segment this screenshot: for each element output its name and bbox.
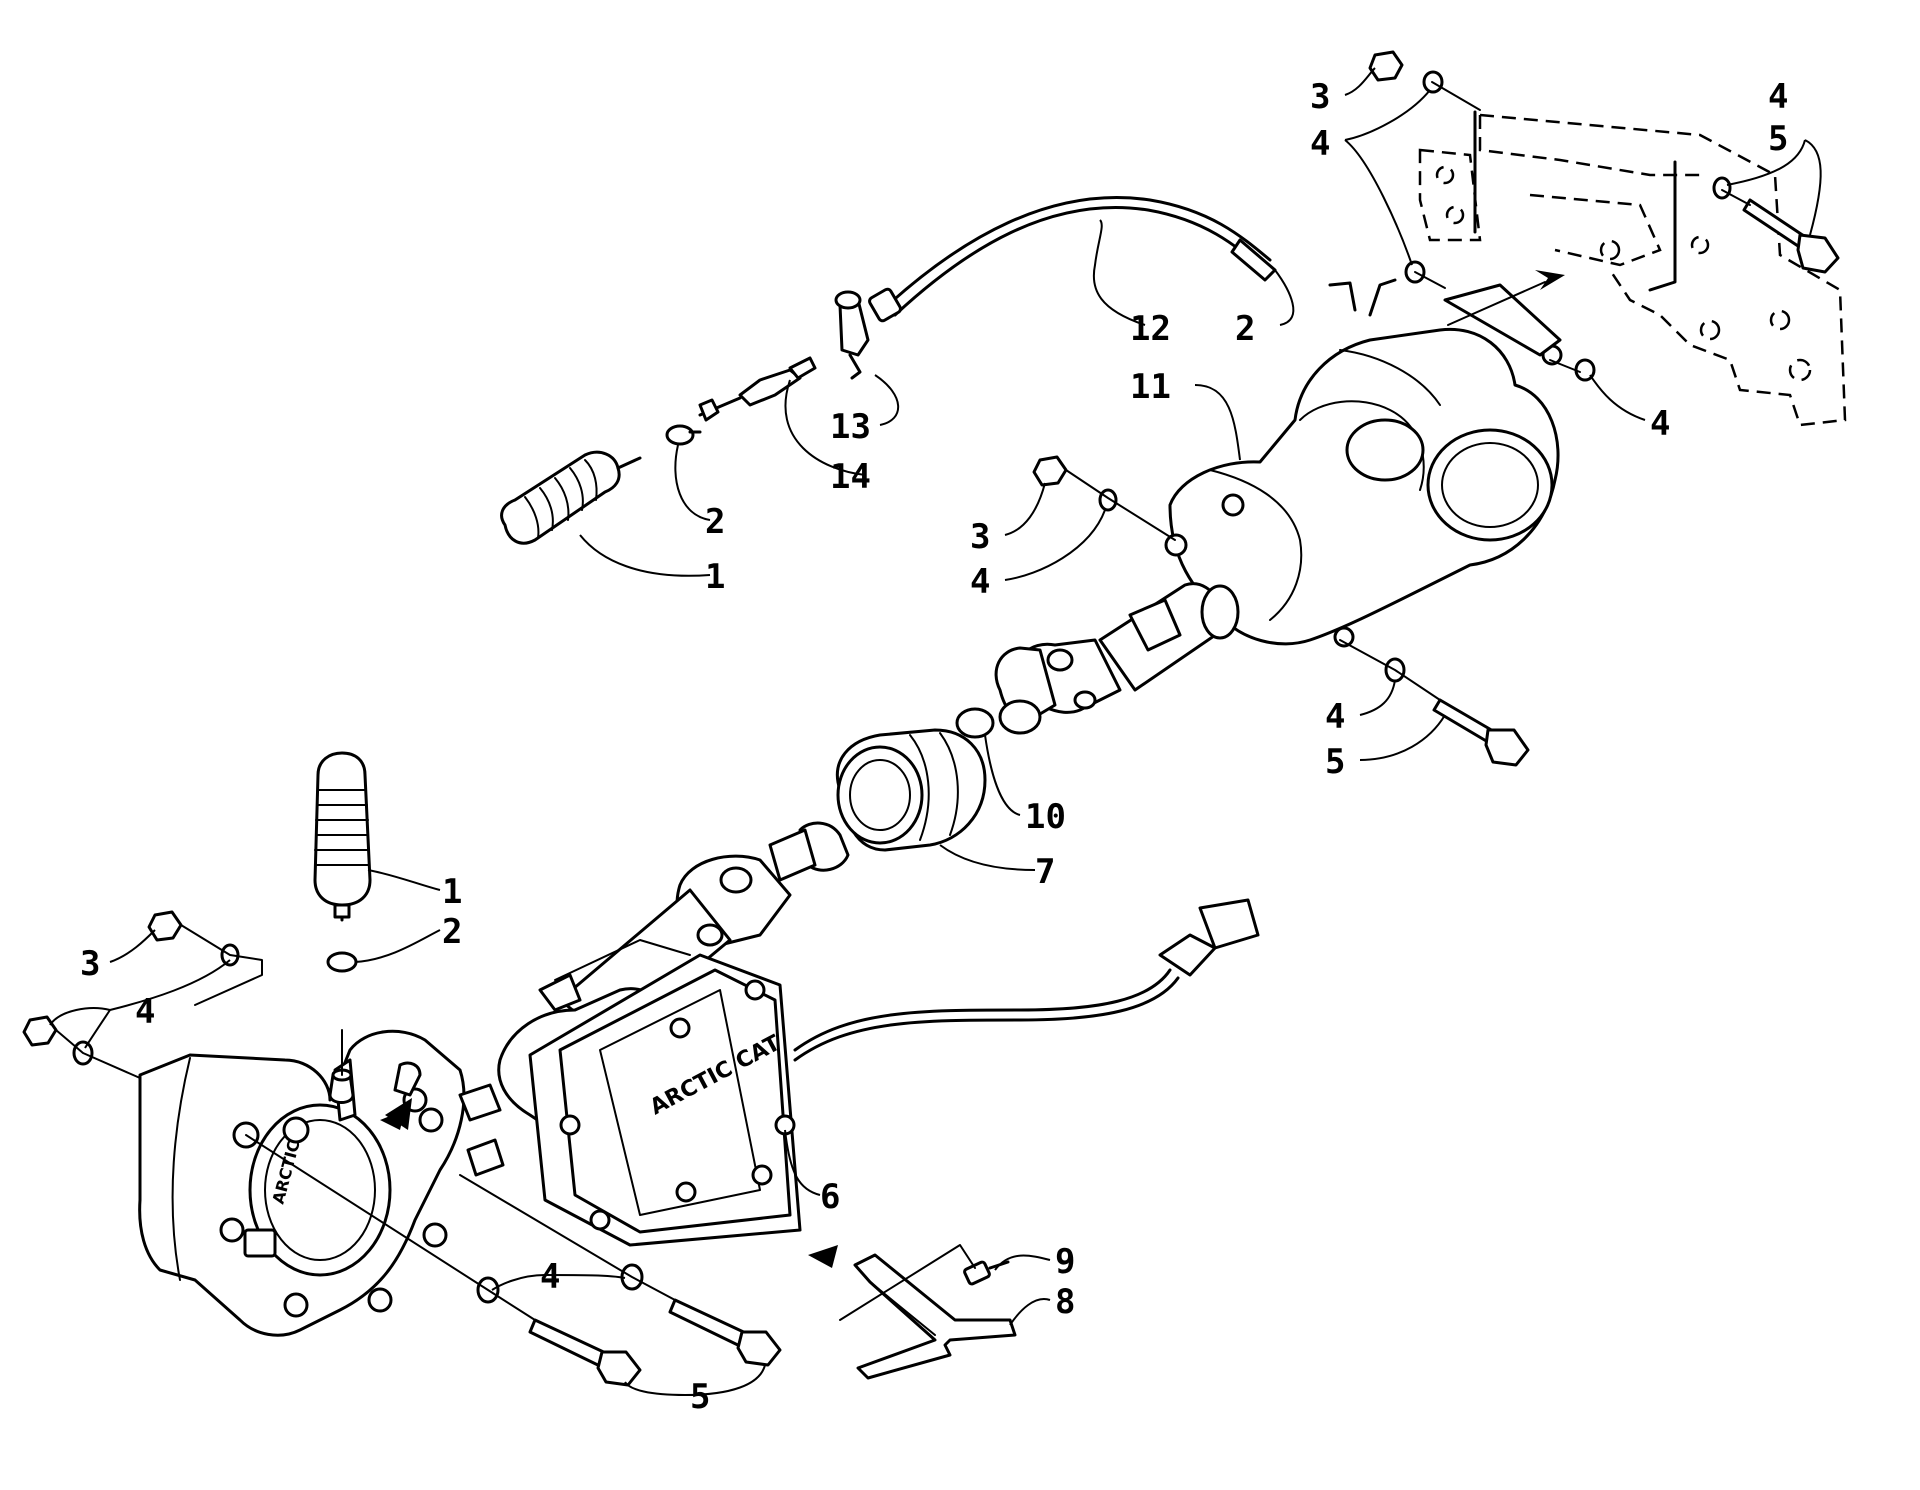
label-4-bottom: 4 bbox=[540, 1257, 560, 1297]
boot-upper-1 bbox=[500, 450, 642, 545]
label-1-low: 1 bbox=[442, 872, 462, 912]
label-4-low: 4 bbox=[135, 992, 155, 1032]
o-ring-10 bbox=[955, 707, 995, 739]
label-4-mid: 4 bbox=[970, 562, 990, 602]
label-3-mid: 3 bbox=[970, 517, 990, 557]
label-2-top: 2 bbox=[1235, 309, 1255, 349]
screw-9 bbox=[963, 1260, 1010, 1286]
cable-end-14 bbox=[698, 356, 817, 422]
label-11: 11 bbox=[1130, 367, 1171, 407]
label-5-lowmid: 5 bbox=[1325, 742, 1345, 782]
washer-mid-4 bbox=[1098, 488, 1118, 512]
label-4-top-b: 4 bbox=[1768, 77, 1788, 117]
label-3-low: 3 bbox=[80, 944, 100, 984]
breather-fitting bbox=[328, 1029, 355, 1104]
bolt-bottom-5a bbox=[528, 1318, 642, 1387]
arrow-mid bbox=[385, 1098, 412, 1130]
boot-7 bbox=[835, 728, 987, 852]
hose-clamp-upper-2 bbox=[665, 424, 702, 446]
cable-clip-13 bbox=[834, 290, 870, 380]
label-13: 13 bbox=[830, 407, 871, 447]
part-labels: 3 4 4 5 12 2 11 4 13 14 2 1 3 4 4 5 10 7… bbox=[80, 77, 1788, 1417]
label-3-top: 3 bbox=[1310, 77, 1330, 117]
label-7: 7 bbox=[1035, 852, 1055, 892]
actuator-6: ARCTIC CAT bbox=[528, 939, 802, 1247]
arrow-lower bbox=[808, 1245, 838, 1268]
label-4-lowmid: 4 bbox=[1325, 697, 1345, 737]
wire-harness bbox=[793, 898, 1260, 1062]
label-5-bottom: 5 bbox=[690, 1377, 710, 1417]
nut-mid-3 bbox=[1032, 455, 1068, 487]
bracket-8 bbox=[853, 1253, 1017, 1380]
leader-lines bbox=[49, 67, 1822, 1396]
centerlines bbox=[55, 81, 1751, 1321]
nut-low-3a bbox=[147, 910, 183, 942]
label-9: 9 bbox=[1055, 1242, 1075, 1282]
boot-lower-1 bbox=[313, 751, 372, 922]
label-2-low: 2 bbox=[442, 912, 462, 952]
hose-clamp-lower-2 bbox=[326, 951, 358, 973]
arrow-upper bbox=[1447, 270, 1565, 326]
label-2-mid: 2 bbox=[705, 502, 725, 542]
bolt-bottom-5b bbox=[668, 1298, 782, 1367]
label-10: 10 bbox=[1025, 797, 1066, 837]
washer-top-right-4 bbox=[1712, 176, 1732, 200]
label-5-top: 5 bbox=[1768, 119, 1788, 159]
frame-bracket bbox=[1418, 110, 1847, 427]
label-8: 8 bbox=[1055, 1282, 1075, 1322]
shift-cable-upper bbox=[868, 196, 1357, 323]
label-12: 12 bbox=[1130, 309, 1171, 349]
label-14: 14 bbox=[830, 457, 871, 497]
front-gear-case bbox=[1164, 278, 1563, 648]
bolt-lowmid-5 bbox=[1432, 698, 1530, 767]
nut-top-3 bbox=[1368, 50, 1404, 82]
label-4-top-a: 4 bbox=[1310, 124, 1330, 164]
front-drive-shaft bbox=[994, 582, 1240, 735]
label-1-mid: 1 bbox=[705, 557, 725, 597]
bolt-top-5 bbox=[1742, 198, 1840, 274]
nut-low-3b bbox=[22, 1015, 58, 1047]
label-6: 6 bbox=[820, 1177, 840, 1217]
label-4-right: 4 bbox=[1650, 404, 1670, 444]
